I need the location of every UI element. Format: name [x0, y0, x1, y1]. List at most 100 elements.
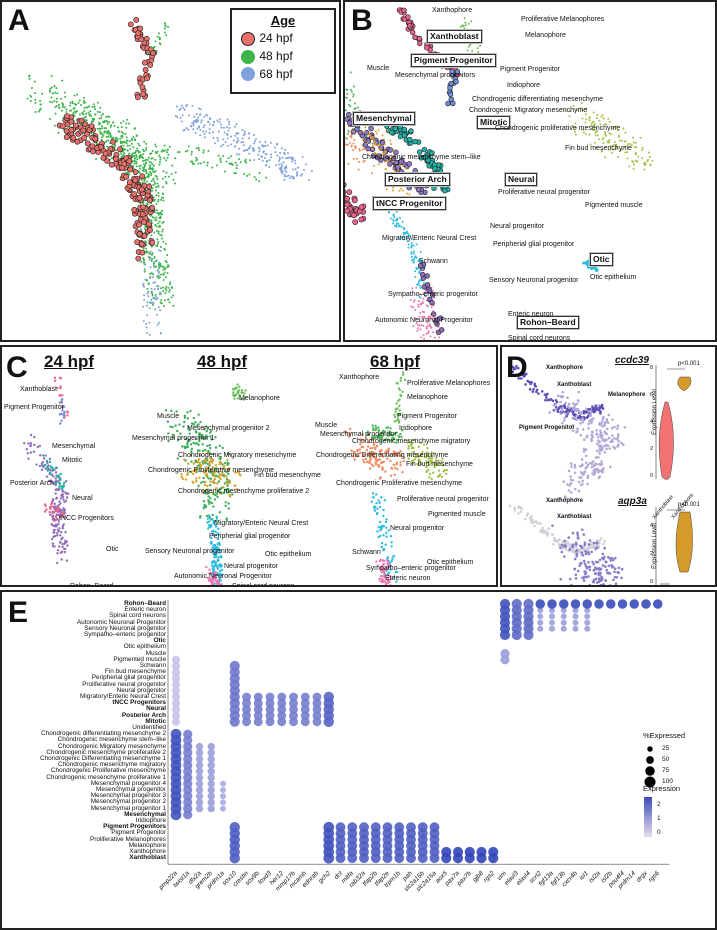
scatter-point	[539, 529, 543, 532]
scatter-point	[409, 442, 412, 445]
scatter-point	[279, 168, 282, 171]
scatter-point	[617, 433, 620, 436]
scatter-point	[219, 158, 222, 161]
scatter-point	[85, 119, 88, 122]
scatter-point	[154, 143, 157, 146]
scatter-point	[598, 573, 602, 577]
scatter-point	[291, 158, 294, 161]
scatter-point	[371, 424, 374, 427]
scatter-point	[57, 474, 61, 477]
scatter-point	[214, 470, 217, 474]
expression-dot	[289, 711, 298, 721]
scatter-point	[445, 100, 451, 107]
scatter-point	[49, 100, 52, 103]
scatter-point	[212, 572, 216, 575]
scatter-point	[544, 393, 548, 397]
cluster-label: Autonomic Neuronal Progenitor	[375, 317, 473, 324]
scatter-point	[195, 424, 199, 427]
scatter-point	[252, 133, 255, 136]
scatter-point	[119, 140, 122, 143]
scatter-point	[641, 146, 644, 149]
scatter-point	[392, 149, 395, 152]
scatter-point	[581, 479, 584, 483]
scatter-point	[610, 151, 613, 154]
scatter-point	[601, 583, 605, 585]
scatter-point	[593, 406, 597, 410]
expression-dot	[195, 804, 204, 813]
scatter-point	[56, 534, 59, 537]
scatter-point	[264, 145, 267, 148]
scatter-point	[216, 495, 219, 499]
scatter-point	[387, 210, 390, 213]
scatter-point	[384, 572, 387, 576]
scatter-point	[94, 108, 97, 111]
scatter-point	[571, 543, 575, 546]
scatter-point	[407, 243, 410, 246]
scatter-point	[78, 113, 81, 116]
scatter-point	[600, 405, 604, 409]
stage-title-24: 24 hpf	[44, 352, 95, 371]
scatter-point	[100, 138, 103, 141]
scatter-point	[563, 555, 566, 558]
scatter-point	[553, 539, 557, 543]
scatter-point	[200, 119, 203, 122]
cluster-label: Schwann	[352, 549, 381, 556]
scatter-point	[103, 127, 106, 130]
scatter-point	[156, 150, 159, 153]
scatter-point	[379, 439, 383, 443]
scatter-point	[98, 130, 101, 133]
scatter-point	[572, 416, 575, 420]
scatter-point	[422, 324, 425, 327]
scatter-point	[593, 470, 597, 474]
scatter-point	[592, 266, 596, 270]
scatter-point	[395, 210, 398, 213]
cluster-label: Xanthophore	[432, 7, 473, 14]
scatter-point	[426, 321, 429, 324]
scatter-point	[595, 581, 599, 584]
scatter-point	[345, 96, 346, 99]
scatter-point	[377, 429, 381, 432]
scatter-point	[68, 109, 71, 112]
scatter-point	[613, 556, 617, 560]
scatter-point	[385, 535, 388, 538]
expression-dot	[171, 686, 181, 695]
scatter-point	[599, 422, 603, 426]
scatter-point	[82, 113, 85, 116]
scatter-point	[217, 556, 221, 559]
scatter-point	[388, 453, 392, 457]
scatter-point	[281, 172, 284, 175]
scatter-point	[144, 162, 147, 165]
scatter-point	[143, 262, 146, 265]
scatter-point	[216, 482, 219, 485]
scatter-point	[212, 505, 215, 508]
scatter-point	[141, 219, 147, 225]
scatter-point	[162, 266, 165, 269]
scatter-point	[379, 520, 382, 524]
expression-dot	[535, 599, 546, 609]
scatter-point	[591, 460, 595, 463]
scatter-point	[211, 567, 214, 570]
scatter-point	[578, 564, 582, 567]
scatter-point	[362, 458, 365, 461]
scatter-point	[349, 88, 352, 91]
scatter-point	[301, 173, 304, 176]
color-legend-bar	[644, 797, 652, 837]
expression-dot	[195, 761, 204, 769]
scatter-point	[211, 532, 215, 535]
scatter-point	[390, 577, 393, 580]
scatter-point	[194, 470, 198, 474]
scatter-point	[414, 317, 417, 320]
scatter-point	[158, 261, 161, 264]
scatter-point	[238, 394, 241, 397]
scatter-point	[393, 149, 399, 156]
scatter-point	[416, 462, 419, 466]
scatter-point	[618, 139, 621, 142]
scatter-point	[155, 49, 158, 52]
scatter-point	[150, 298, 153, 301]
scatter-point	[243, 392, 246, 395]
expression-dot	[500, 655, 510, 665]
scatter-point	[224, 504, 227, 507]
scatter-point	[569, 482, 573, 485]
scatter-point	[401, 132, 408, 138]
scatter-point	[377, 163, 380, 166]
